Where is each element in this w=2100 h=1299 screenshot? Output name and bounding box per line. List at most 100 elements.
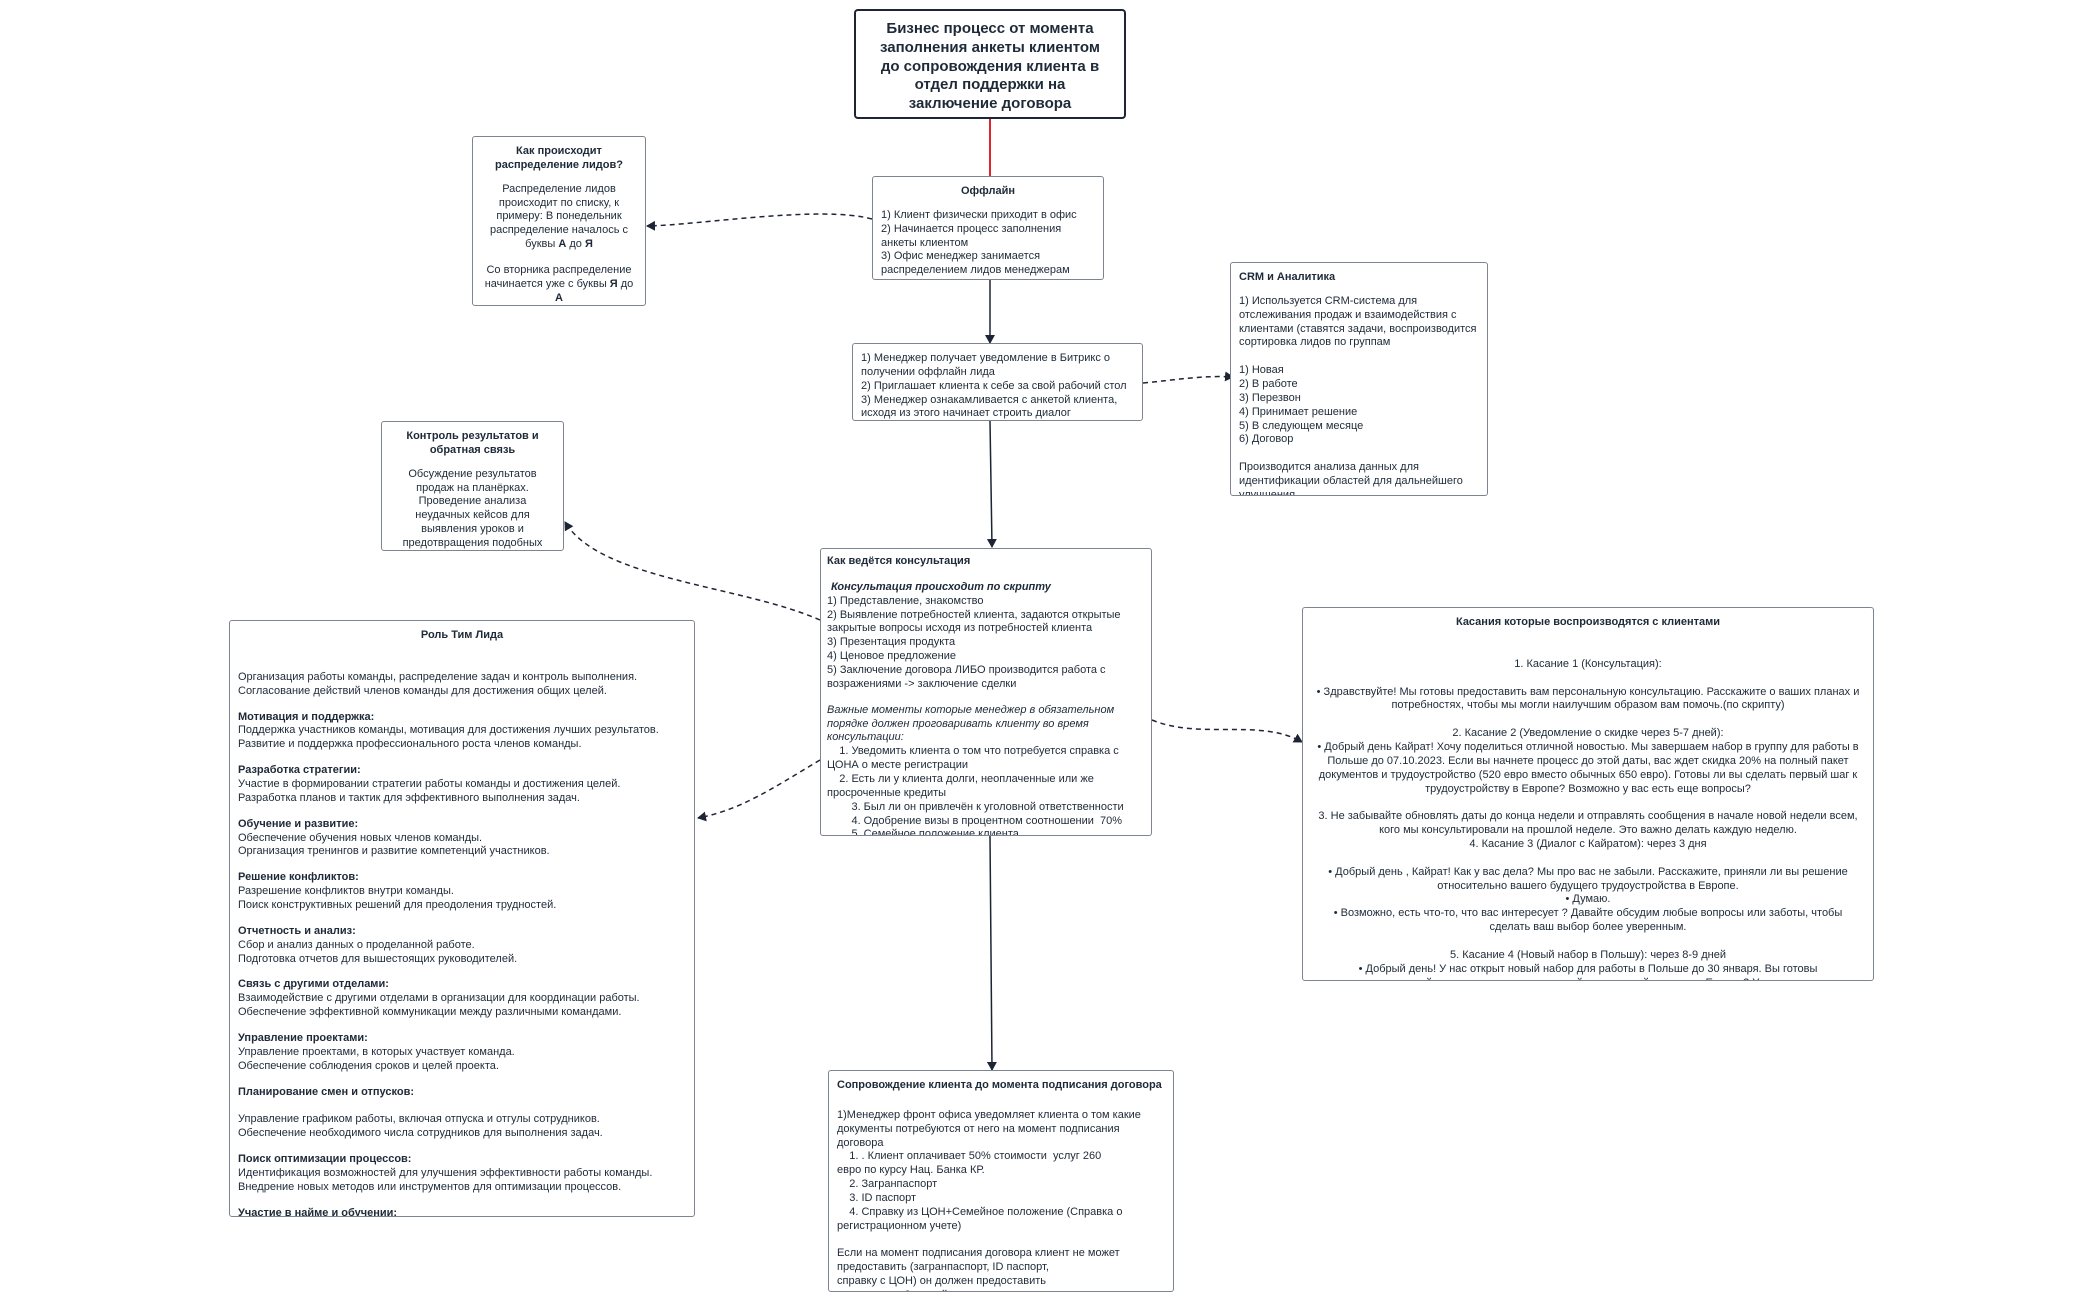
touch-line: 5. Касание 4 (Новый набор в Польшу): чер…: [1450, 948, 1726, 961]
manager-line: получении оффлайн лида: [861, 365, 995, 378]
touch-line: [1311, 796, 1865, 810]
teamlead-section-line: Развитие и поддержка профессионального р…: [238, 738, 582, 751]
support-title: Сопровождение клиента до момента подписа…: [837, 1079, 1162, 1091]
touch-line: документов и трудоустройство (520 евро в…: [1318, 768, 1858, 781]
support-line: их в течении 2-х дней: [837, 1289, 1165, 1291]
control-text: Обсуждение результатов продаж на планёрк…: [402, 467, 543, 550]
touch-line: 2. Касание 2 (Уведомление о скидке через…: [1452, 727, 1724, 740]
manager-lines: 1) Менеджер получает уведомление в Битри…: [861, 352, 1134, 420]
touch-line: 3. Не забывайте обновлять даты до конца …: [1318, 810, 1858, 823]
teamlead-section-line: Сбор и анализ данных о проделанной работ…: [238, 938, 475, 951]
touch-line: относительно вашего будущего трудоустрой…: [1437, 879, 1739, 892]
process-title: Бизнес процесс от момента заполнения анк…: [854, 9, 1126, 119]
teamlead-section-line: Управление графиком работы, включая отпу…: [238, 1113, 600, 1126]
leads-paragraph-1: Распределение лидов происходит по списку…: [489, 182, 629, 251]
teamlead-section-line: [238, 1099, 686, 1113]
teamlead-section-heading: Планирование смен и отпусков:: [238, 1085, 415, 1098]
support-line: Если на момент подписания договора клиен…: [837, 1247, 1120, 1260]
control-node: Контроль результатов и обратная связь Об…: [381, 421, 564, 551]
support-line: 2. Загранпаспорт: [837, 1178, 938, 1191]
touch-line: • Думаю.: [1565, 893, 1611, 906]
support-node: Сопровождение клиента до момента подписа…: [828, 1070, 1174, 1292]
consult-item: 5. Семейное положение клиента: [827, 828, 1019, 836]
touches-lines: 1. Касание 1 (Консультация): • Здравству…: [1311, 658, 1865, 980]
touches-title: Касания которые воспроизводятся с клиент…: [1455, 616, 1721, 628]
consult-item: 4. Одобрение визы в процентном соотношен…: [827, 814, 1123, 827]
offline-line: 3) Офис менеджер занимается: [881, 250, 1041, 263]
consult-item: 3. Был ли он привлечён к уголовной ответ…: [827, 800, 1124, 813]
consult-important-line: порядке должен проговаривать клиенту во …: [827, 717, 1089, 730]
control-title: Контроль результатов и обратная связь: [406, 430, 539, 456]
support-lines: 1)Менеджер фронт офиса уведомляет клиент…: [837, 1108, 1165, 1291]
crm-node: CRM и Аналитика 1) Используется CRM-сист…: [1230, 262, 1488, 496]
consult-node: Как ведётся консультация Консультация пр…: [820, 548, 1152, 836]
consult-item: 1. Уведомить клиента о том что потребует…: [827, 745, 1119, 758]
consult-step: 2) Выявление потребностей клиента, задаю…: [827, 608, 1121, 621]
support-line: регистрационном учете): [837, 1219, 962, 1232]
touch-line: • Добрый день Кайрат! Хочу поделиться от…: [1317, 741, 1859, 754]
touch-line: 4. Касание 3 (Диалог с Кайратом): через …: [1469, 838, 1707, 851]
offline-line: 2) Начинается процесс заполнения: [881, 222, 1062, 235]
teamlead-section-heading: Отчетность и анализ:: [238, 924, 356, 937]
touch-line: [1311, 935, 1865, 949]
teamlead-section-line: Организация тренингов и развитие компете…: [238, 845, 550, 858]
crm-line: отслеживания продаж и взаимодействия с: [1239, 308, 1457, 321]
support-line: 1. . Клиент оплачивает 50% стоимости усл…: [837, 1150, 1102, 1163]
crm-line: 2) В работе: [1239, 378, 1298, 391]
manager-line: 3) Менеджер ознакамливается с анкетой кл…: [861, 393, 1118, 406]
consult-step: закрытые вопросы исходя из потребностей …: [827, 622, 1093, 635]
offline-title: Оффлайн: [960, 185, 1016, 197]
leads-title: Как происходит распределение лидов?: [494, 145, 623, 171]
teamlead-section-line: Взаимодействие с другими отделами в орга…: [238, 992, 640, 1005]
support-line: 3. ID паспорт: [837, 1192, 917, 1205]
support-line: 4. Справку из ЦОН+Семейное положение (Сп…: [837, 1205, 1123, 1218]
teamlead-section-heading: Разработка стратегии:: [238, 764, 361, 777]
teamlead-section-heading: Поиск оптимизации процессов:: [238, 1153, 412, 1166]
manager-node: 1) Менеджер получает уведомление в Битри…: [852, 343, 1143, 421]
touch-line: [1311, 713, 1865, 727]
offline-line: распределением лидов менеджерам: [881, 264, 1070, 277]
crm-line: сортировка лидов по группам: [1239, 336, 1391, 349]
teamlead-intro-line: Согласование действий членов команды для…: [238, 684, 607, 697]
touch-line: сделать ваш выбор более уверенным.: [1489, 921, 1687, 934]
manager-to-crm-arrow: [1142, 371, 1234, 384]
teamlead-section-line: Поддержка участников команды, мотивация …: [238, 724, 659, 737]
consult-important: Важные моменты которые менеджер в обязат…: [827, 704, 1145, 746]
consult-item: просроченные кредиты: [827, 786, 947, 799]
crm-line: 1) Используется CRM-система для: [1239, 294, 1418, 307]
crm-line: Производится анализа данных для: [1239, 461, 1419, 474]
touch-line: • Здравствуйте! Мы готовы предоставить в…: [1316, 685, 1860, 698]
teamlead-section-line: Управление проектами, в которых участвуе…: [238, 1045, 515, 1058]
leads-node: Как происходит распределение лидов? Расп…: [472, 136, 646, 306]
teamlead-section-line: Внедрение новых методов или инструментов…: [238, 1180, 622, 1193]
consult-step: 4) Ценовое предложение: [827, 650, 957, 663]
manager-line: 2) Приглашает клиента к себе за свой раб…: [861, 379, 1127, 392]
support-line: [837, 1234, 1165, 1248]
offline-line: анкеты клиентом: [881, 236, 969, 249]
touch-line: • Добрый день! У нас открыт новый набор …: [1358, 962, 1818, 975]
consult-to-support-arrow: [986, 835, 997, 1071]
teamlead-section-line: Обеспечение эффективной коммуникации меж…: [238, 1006, 622, 1019]
consult-to-touches-arrow: [1151, 719, 1303, 743]
touch-line: • Добрый день , Кайрат! Как у вас дела? …: [1328, 865, 1848, 878]
consult-subtitle: Консультация происходит по скрипту: [831, 580, 1051, 593]
teamlead-section-heading: Участие в найме и обучении:: [238, 1206, 398, 1217]
support-line: 1)Менеджер фронт офиса уведомляет клиент…: [837, 1108, 1141, 1121]
teamlead-section-line: Участие в формировании стратегии работы …: [238, 778, 621, 791]
manager-to-consult-arrow: [986, 420, 997, 548]
crm-line: 1) Новая: [1239, 364, 1284, 377]
crm-line: 6) Договор: [1239, 433, 1294, 446]
crm-line: 4) Принимает решение: [1239, 405, 1358, 418]
touch-line: [1311, 852, 1865, 866]
teamlead-intro: Организация работы команды, распределени…: [238, 671, 686, 699]
teamlead-section-line: Идентификация возможностей для улучшения…: [238, 1166, 653, 1179]
crm-line: 3) Перезвон: [1239, 391, 1301, 404]
consult-important-line: Важные моменты которые менеджер в обязат…: [827, 703, 1115, 716]
teamlead-section-heading: Управление проектами:: [238, 1032, 368, 1045]
consult-to-teamlead-arrow: [697, 759, 821, 822]
crm-line: [1239, 350, 1479, 364]
support-line: договора: [837, 1136, 884, 1149]
